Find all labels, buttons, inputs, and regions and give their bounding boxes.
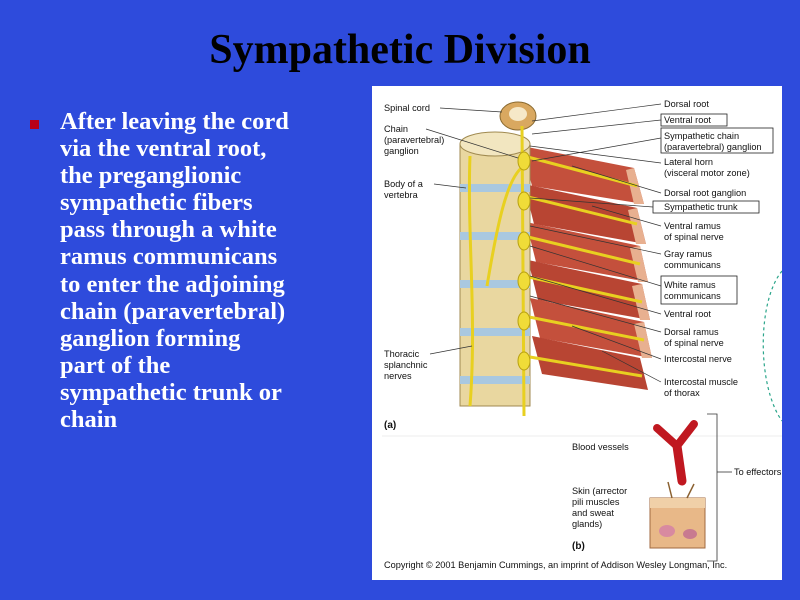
label-skin: Skin (arrector bbox=[572, 486, 627, 496]
label-ventral-ramus-2: of spinal nerve bbox=[664, 232, 724, 242]
effector-bracket bbox=[707, 413, 732, 562]
label-ventral-root-2: Ventral root bbox=[664, 309, 711, 319]
left-labels: Spinal cord Chain (paravertebral) gangli… bbox=[384, 103, 519, 381]
label-dorsal-ramus: Dorsal ramus bbox=[664, 327, 719, 337]
body-line: via the ventral root, bbox=[60, 135, 267, 163]
label-ventral-ramus: Ventral ramus bbox=[664, 221, 721, 231]
label-skin-4: glands) bbox=[572, 519, 602, 529]
label-chain: Chain bbox=[384, 124, 408, 134]
label-lateral-horn: Lateral horn bbox=[664, 157, 713, 167]
label-chain-2: (paravertebral) bbox=[384, 135, 444, 145]
label-splanchnic: Thoracic bbox=[384, 349, 420, 359]
label-lateral-horn-2: (visceral motor zone) bbox=[664, 168, 750, 178]
rib-muscles bbox=[522, 146, 652, 390]
anatomy-figure: Spinal cord Chain (paravertebral) gangli… bbox=[372, 86, 782, 580]
body-line: sympathetic fibers bbox=[60, 189, 253, 217]
body-line: pass through a white bbox=[60, 216, 277, 244]
body-line: chain bbox=[60, 406, 118, 434]
slide-title: Sympathetic Division bbox=[209, 27, 591, 73]
bullet-text: After leaving the cord via the ventral r… bbox=[60, 108, 360, 433]
label-dorsal-ramus-2: of spinal nerve bbox=[664, 338, 724, 348]
panel-a-label: (a) bbox=[384, 420, 396, 431]
dashed-arc bbox=[762, 270, 782, 422]
body-line: After leaving the cord bbox=[60, 108, 289, 135]
label-skin-3: and sweat bbox=[572, 508, 614, 518]
right-labels: Dorsal root Ventral root Sympathetic cha… bbox=[529, 99, 774, 398]
chain-ganglia bbox=[517, 151, 531, 371]
label-splanchnic-3: nerves bbox=[384, 371, 412, 381]
label-gray-ramus: Gray ramus bbox=[664, 249, 712, 259]
label-vertebra-2: vertebra bbox=[384, 190, 419, 200]
body-line: chain (paravertebral) bbox=[60, 297, 286, 325]
label-sympathetic-chain-2: (paravertebral) ganglion bbox=[664, 142, 762, 152]
bullet-marker bbox=[30, 120, 39, 129]
body-line: sympathetic trunk or bbox=[60, 378, 282, 406]
label-to-effectors: To effectors bbox=[734, 467, 782, 477]
label-dorsal-root: Dorsal root bbox=[664, 99, 709, 109]
label-intercostal-nerve: Intercostal nerve bbox=[664, 354, 732, 364]
label-ventral-root: Ventral root bbox=[664, 115, 711, 125]
label-vertebra: Body of a bbox=[384, 179, 424, 189]
label-blood-vessels: Blood vessels bbox=[572, 442, 629, 452]
copyright-text: Copyright © 2001 Benjamin Cummings, an i… bbox=[384, 560, 727, 570]
label-chain-3: ganglion bbox=[384, 146, 419, 156]
label-splanchnic-2: splanchnic bbox=[384, 360, 428, 370]
label-sympathetic-trunk: Sympathetic trunk bbox=[664, 202, 738, 212]
body-line: to enter the adjoining bbox=[60, 270, 285, 298]
label-skin-2: pili muscles bbox=[572, 497, 620, 507]
label-gray-ramus-2: communicans bbox=[664, 260, 721, 270]
figure-drawing: Spinal cord Chain (paravertebral) gangli… bbox=[382, 99, 782, 570]
label-white-ramus-2: communicans bbox=[664, 291, 721, 301]
panel-b-label: (b) bbox=[572, 541, 585, 552]
label-sympathetic-chain: Sympathetic chain bbox=[664, 131, 739, 141]
nerve-fibers bbox=[467, 125, 645, 417]
label-intercostal-muscle: Intercostal muscle bbox=[664, 377, 738, 387]
label-dorsal-root-ganglion: Dorsal root ganglion bbox=[664, 188, 746, 198]
label-white-ramus: White ramus bbox=[664, 280, 716, 290]
body-line: ramus communicans bbox=[60, 243, 278, 271]
label-spinal-cord: Spinal cord bbox=[384, 103, 430, 113]
blood-vessel-drawing bbox=[653, 420, 698, 486]
label-intercostal-muscle-2: of thorax bbox=[664, 388, 700, 398]
body-line: ganglion forming bbox=[60, 324, 241, 352]
body-line: the preganglionic bbox=[60, 162, 242, 190]
skin-block-drawing bbox=[649, 481, 706, 549]
body-line: part of the bbox=[60, 351, 171, 379]
